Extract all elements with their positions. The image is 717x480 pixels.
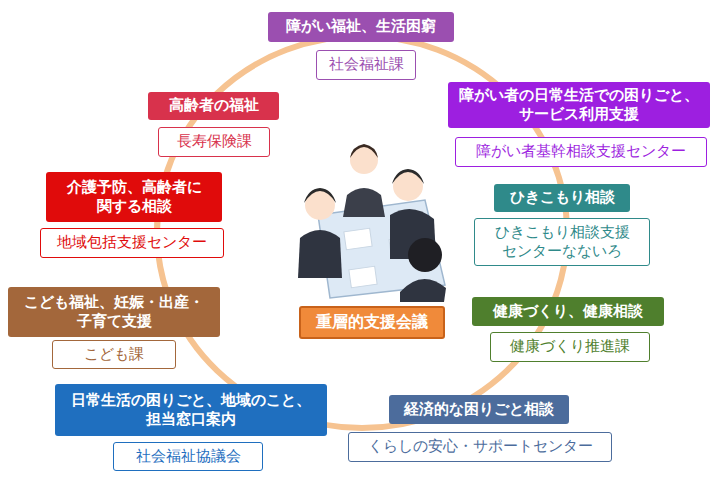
office-name: ひきこもり相談支援センターなないろ	[493, 223, 631, 262]
office-name: 地域包括支援センター	[57, 233, 207, 253]
header-text: 経済的な困りごと相談	[404, 400, 554, 420]
office-name: こども課	[84, 345, 144, 365]
header-text: 高齢者の福祉	[169, 96, 259, 116]
office-box: 長寿保険課	[158, 127, 270, 157]
office-name: くらしの安心・サポートセンター	[368, 437, 593, 457]
category-header: こども福祉、妊娠・出産・子育て支援	[8, 287, 220, 337]
category-header: 障がい者の日常生活での困りごと、サービス利用支援	[448, 82, 710, 128]
category-header: 高齢者の福祉	[148, 92, 279, 120]
header-text: 介護予防、高齢者に関する相談	[63, 178, 205, 217]
meeting-label: 重層的支援会議	[299, 306, 445, 339]
header-text: 障がい者の日常生活での困りごと、サービス利用支援	[455, 86, 703, 125]
office-name: 障がい者基幹相談支援センター	[476, 142, 686, 162]
office-name: 社会福祉協議会	[136, 447, 241, 467]
category-header: 介護予防、高齢者に関する相談	[46, 172, 222, 222]
office-name: 長寿保険課	[177, 132, 252, 152]
header-text: 健康づくり、健康相談	[493, 302, 643, 322]
office-box: 障がい者基幹相談支援センター	[455, 137, 707, 167]
header-text: ひきこもり相談	[510, 188, 615, 208]
category-header: ひきこもり相談	[494, 184, 630, 212]
office-box: 社会福祉協議会	[113, 442, 263, 471]
office-box: 健康づくり推進課	[490, 332, 650, 362]
office-name: 社会福祉課	[329, 55, 404, 75]
office-box: ひきこもり相談支援センターなないろ	[474, 218, 650, 266]
header-text: こども福祉、妊娠・出産・子育て支援	[18, 293, 210, 332]
office-name: 健康づくり推進課	[510, 337, 630, 357]
office-box: 社会福祉課	[316, 50, 416, 80]
category-header: 障がい福祉、生活困窮	[268, 12, 454, 42]
meeting-illustration	[298, 144, 446, 302]
category-header: 経済的な困りごと相談	[389, 395, 569, 424]
meeting-title: 重層的支援会議	[316, 312, 428, 333]
office-box: こども課	[52, 340, 176, 369]
header-text: 日常生活の困りごと、地域のこと、担当窓口案内	[66, 391, 316, 430]
category-header: 健康づくり、健康相談	[472, 297, 664, 326]
office-box: くらしの安心・サポートセンター	[348, 432, 612, 462]
header-text: 障がい福祉、生活困窮	[286, 17, 436, 37]
office-box: 地域包括支援センター	[40, 228, 224, 258]
category-header: 日常生活の困りごと、地域のこと、担当窓口案内	[55, 384, 327, 436]
